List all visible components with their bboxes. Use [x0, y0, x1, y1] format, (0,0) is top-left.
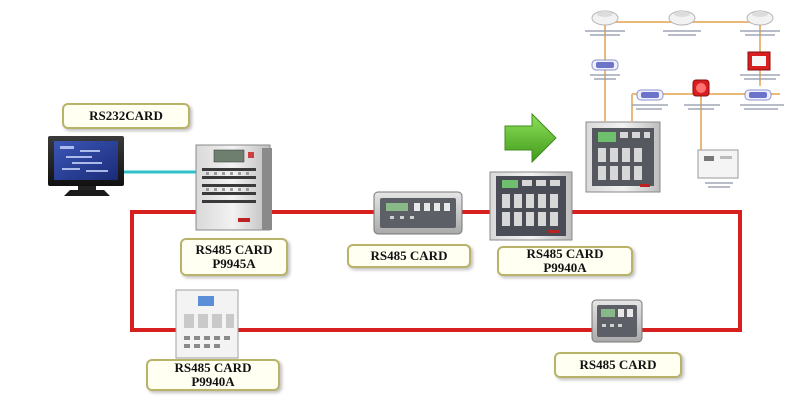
- fire-panel-icon: [585, 121, 661, 193]
- repeater-panel-icon: [591, 299, 643, 343]
- sounder-beacon-icon: [692, 79, 710, 97]
- fire-panel-icon: [489, 171, 573, 241]
- computer-monitor-icon: [48, 136, 124, 196]
- label-text-line2: P9945A: [212, 256, 256, 271]
- module-icon: [744, 89, 772, 101]
- module-icon: [636, 89, 664, 101]
- label-repeater-center: RS485 CARD: [347, 244, 471, 268]
- rs485-loop: [130, 210, 742, 332]
- manual-call-point-icon: [747, 51, 771, 71]
- smoke-detector-icon: [746, 10, 774, 26]
- label-panel-p9945a: RS485 CARD P9945A: [180, 238, 288, 276]
- label-text-line1: RS485 CARD: [174, 360, 252, 375]
- label-text-line2: P9940A: [191, 374, 235, 389]
- repeater-panel-icon: [373, 191, 463, 235]
- label-text-line2: P9940A: [543, 260, 587, 275]
- label-panel-bottom-p9940a: RS485 CARD P9940A: [146, 359, 280, 391]
- fire-panel-icon: [195, 144, 272, 231]
- label-text: RS485 CARD: [579, 357, 657, 372]
- label-text: RS232CARD: [89, 108, 163, 123]
- smoke-detector-icon: [591, 10, 619, 26]
- arrow-right-icon: [504, 112, 557, 164]
- module-icon: [591, 59, 619, 71]
- power-supply-icon: [697, 149, 739, 179]
- fire-panel-icon: [175, 289, 239, 359]
- label-panel-p9940a: RS485 CARD P9940A: [497, 246, 633, 276]
- smoke-detector-icon: [668, 10, 696, 26]
- label-text-line1: RS485 CARD: [195, 242, 273, 257]
- label-repeater-right: RS485 CARD: [554, 352, 682, 378]
- label-rs232card: RS232CARD: [62, 103, 190, 129]
- label-text: RS485 CARD: [370, 248, 448, 263]
- label-text-line1: RS485 CARD: [526, 246, 604, 261]
